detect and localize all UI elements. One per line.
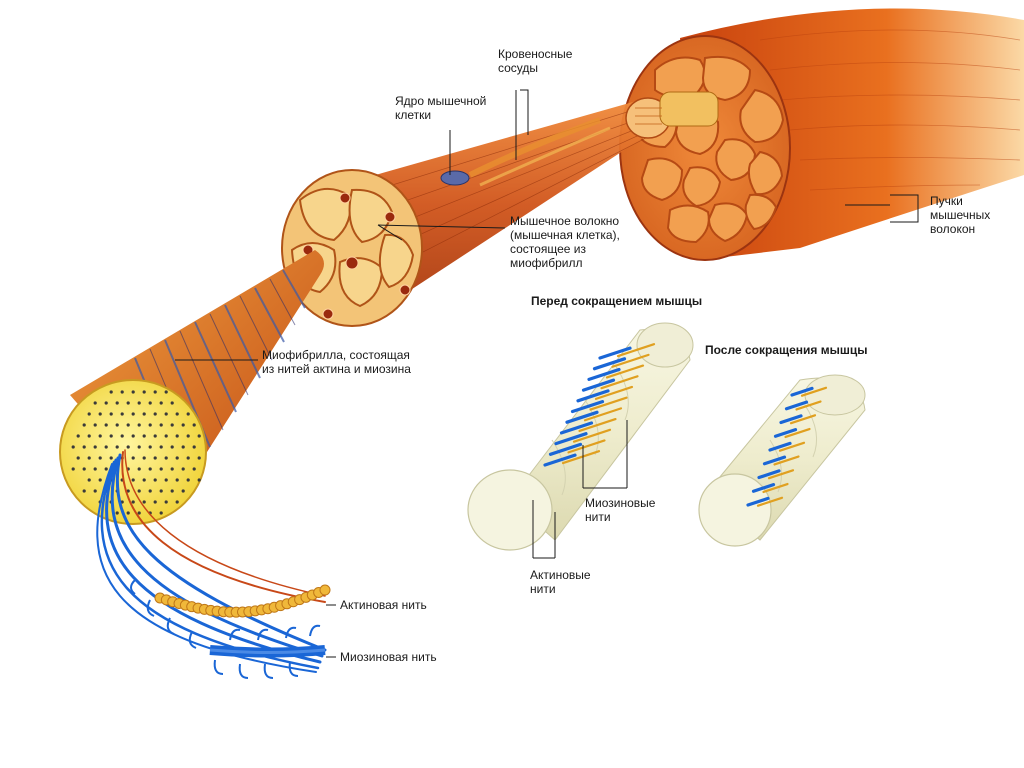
fiber-strand-end xyxy=(625,91,719,139)
whole-muscle xyxy=(619,8,1024,261)
filament-strands xyxy=(96,449,327,673)
label-myosin-filament: Миозиновая нить xyxy=(340,650,437,664)
muscle-fiber-bundles xyxy=(635,55,785,244)
label-actin-filament: Актиновая нить xyxy=(340,598,427,612)
leader-lines xyxy=(175,89,919,658)
sarcomere-before xyxy=(467,322,694,551)
title-before-contraction: Перед сокращением мышцы xyxy=(531,294,703,308)
myofibril xyxy=(59,250,324,525)
sarcomere-after xyxy=(698,374,866,547)
muscle-fiber-cable xyxy=(281,91,719,327)
label-muscle-cell-nucleus: Ядро мышечной клетки xyxy=(395,94,487,122)
label-muscle-fiber: Мышечное волокно (мышечная клетка), сост… xyxy=(510,214,620,270)
myosin-bundle xyxy=(130,579,326,679)
actin-beads xyxy=(154,584,331,618)
nucleus-shape xyxy=(440,170,470,186)
label-blood-vessels: Кровеносные сосуды xyxy=(498,47,573,75)
title-after-contraction: После сокращения мышцы xyxy=(705,343,868,357)
label-myosin-threads: Миозиновые нити xyxy=(585,496,656,524)
myofibril-cross-section xyxy=(59,379,207,525)
label-myofibril: Миофибрилла, состоящая из нитей актина и… xyxy=(262,348,411,376)
label-actin-threads: Актиновые нити xyxy=(530,568,591,596)
label-fiber-bundles: Пучки мышечных волокон xyxy=(930,194,991,236)
